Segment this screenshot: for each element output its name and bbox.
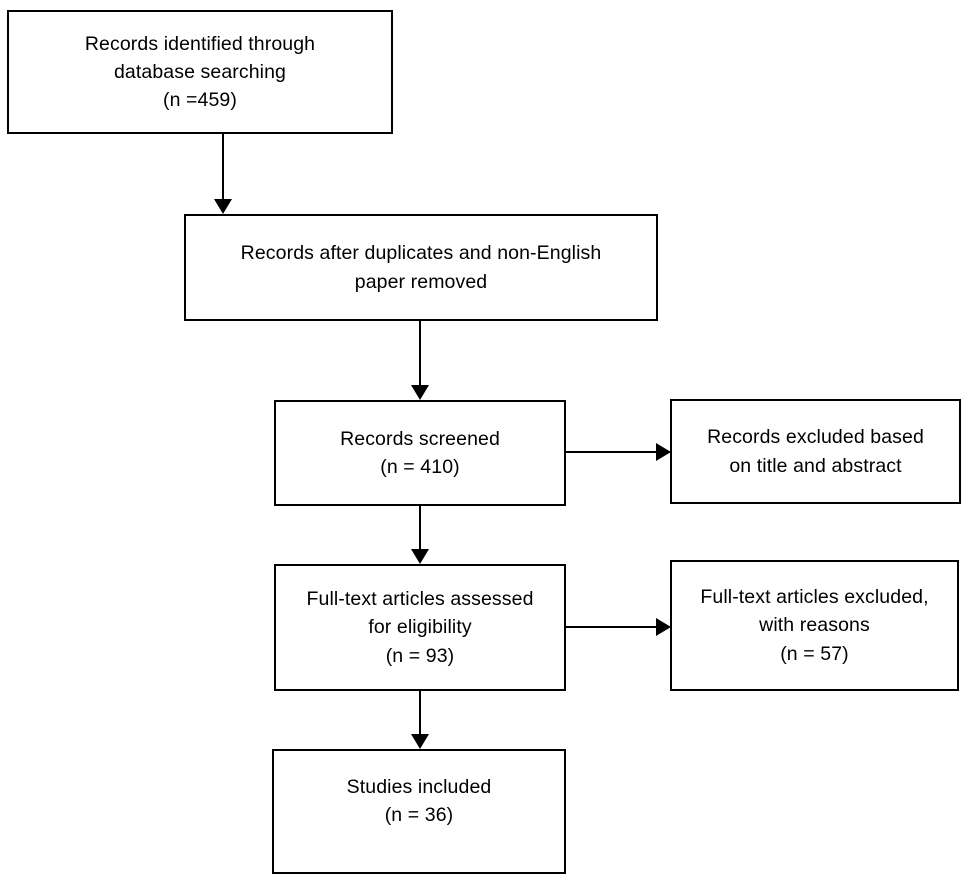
- full-text-excluded-count: (n = 57): [780, 642, 849, 665]
- full-text-assessed-line-1: Full-text articles assessed: [306, 588, 534, 611]
- records-screened-count: (n = 410): [380, 456, 460, 478]
- arrow-down-icon: [411, 385, 429, 400]
- connector-fulltext-to-excluded-line: [566, 626, 658, 628]
- studies-included-count: (n = 36): [384, 804, 454, 827]
- studies-included-label: Studies included: [346, 776, 492, 798]
- full-text-excluded-line-2: with reasons: [759, 614, 870, 637]
- records-screened-label: Records screened: [340, 427, 500, 450]
- connector-fulltext-to-included-line: [419, 690, 421, 736]
- connector-dedup-to-screened-line: [419, 320, 421, 387]
- records-after-duplicates-line-2: paper removed: [354, 270, 488, 293]
- records-excluded-line-1: Records excluded based: [707, 426, 924, 449]
- full-text-assessed-line-2: for eligibility: [368, 616, 472, 639]
- records-screened-box: Records screened (n = 410): [274, 400, 566, 506]
- records-after-duplicates-line-1: Records after duplicates and non-English: [240, 242, 602, 265]
- records-excluded-box: Records excluded based on title and abst…: [670, 399, 961, 504]
- records-identified-line-2: database searching: [113, 60, 286, 83]
- records-identified-line-1: Records identified through: [84, 32, 316, 55]
- connector-screened-to-fulltext-line: [419, 505, 421, 550]
- records-after-duplicates-box: Records after duplicates and non-English…: [184, 214, 658, 321]
- connector-screened-to-excluded-line: [566, 451, 658, 453]
- records-identified-count: (n =459): [163, 89, 237, 112]
- full-text-excluded-line-1: Full-text articles excluded,: [700, 586, 929, 609]
- studies-included-box: Studies included (n = 36): [272, 749, 566, 874]
- arrow-down-icon: [411, 549, 429, 564]
- records-identified-box: Records identified through database sear…: [7, 10, 393, 134]
- connector-identified-to-dedup-line: [222, 133, 224, 201]
- full-text-assessed-count: (n = 93): [385, 644, 455, 667]
- arrow-down-icon: [214, 199, 232, 214]
- arrow-right-icon: [656, 443, 671, 461]
- arrow-right-icon: [656, 618, 671, 636]
- full-text-excluded-box: Full-text articles excluded, with reason…: [670, 560, 959, 691]
- arrow-down-icon: [411, 734, 429, 749]
- full-text-assessed-box: Full-text articles assessed for eligibil…: [274, 564, 566, 691]
- records-excluded-line-2: on title and abstract: [729, 454, 902, 477]
